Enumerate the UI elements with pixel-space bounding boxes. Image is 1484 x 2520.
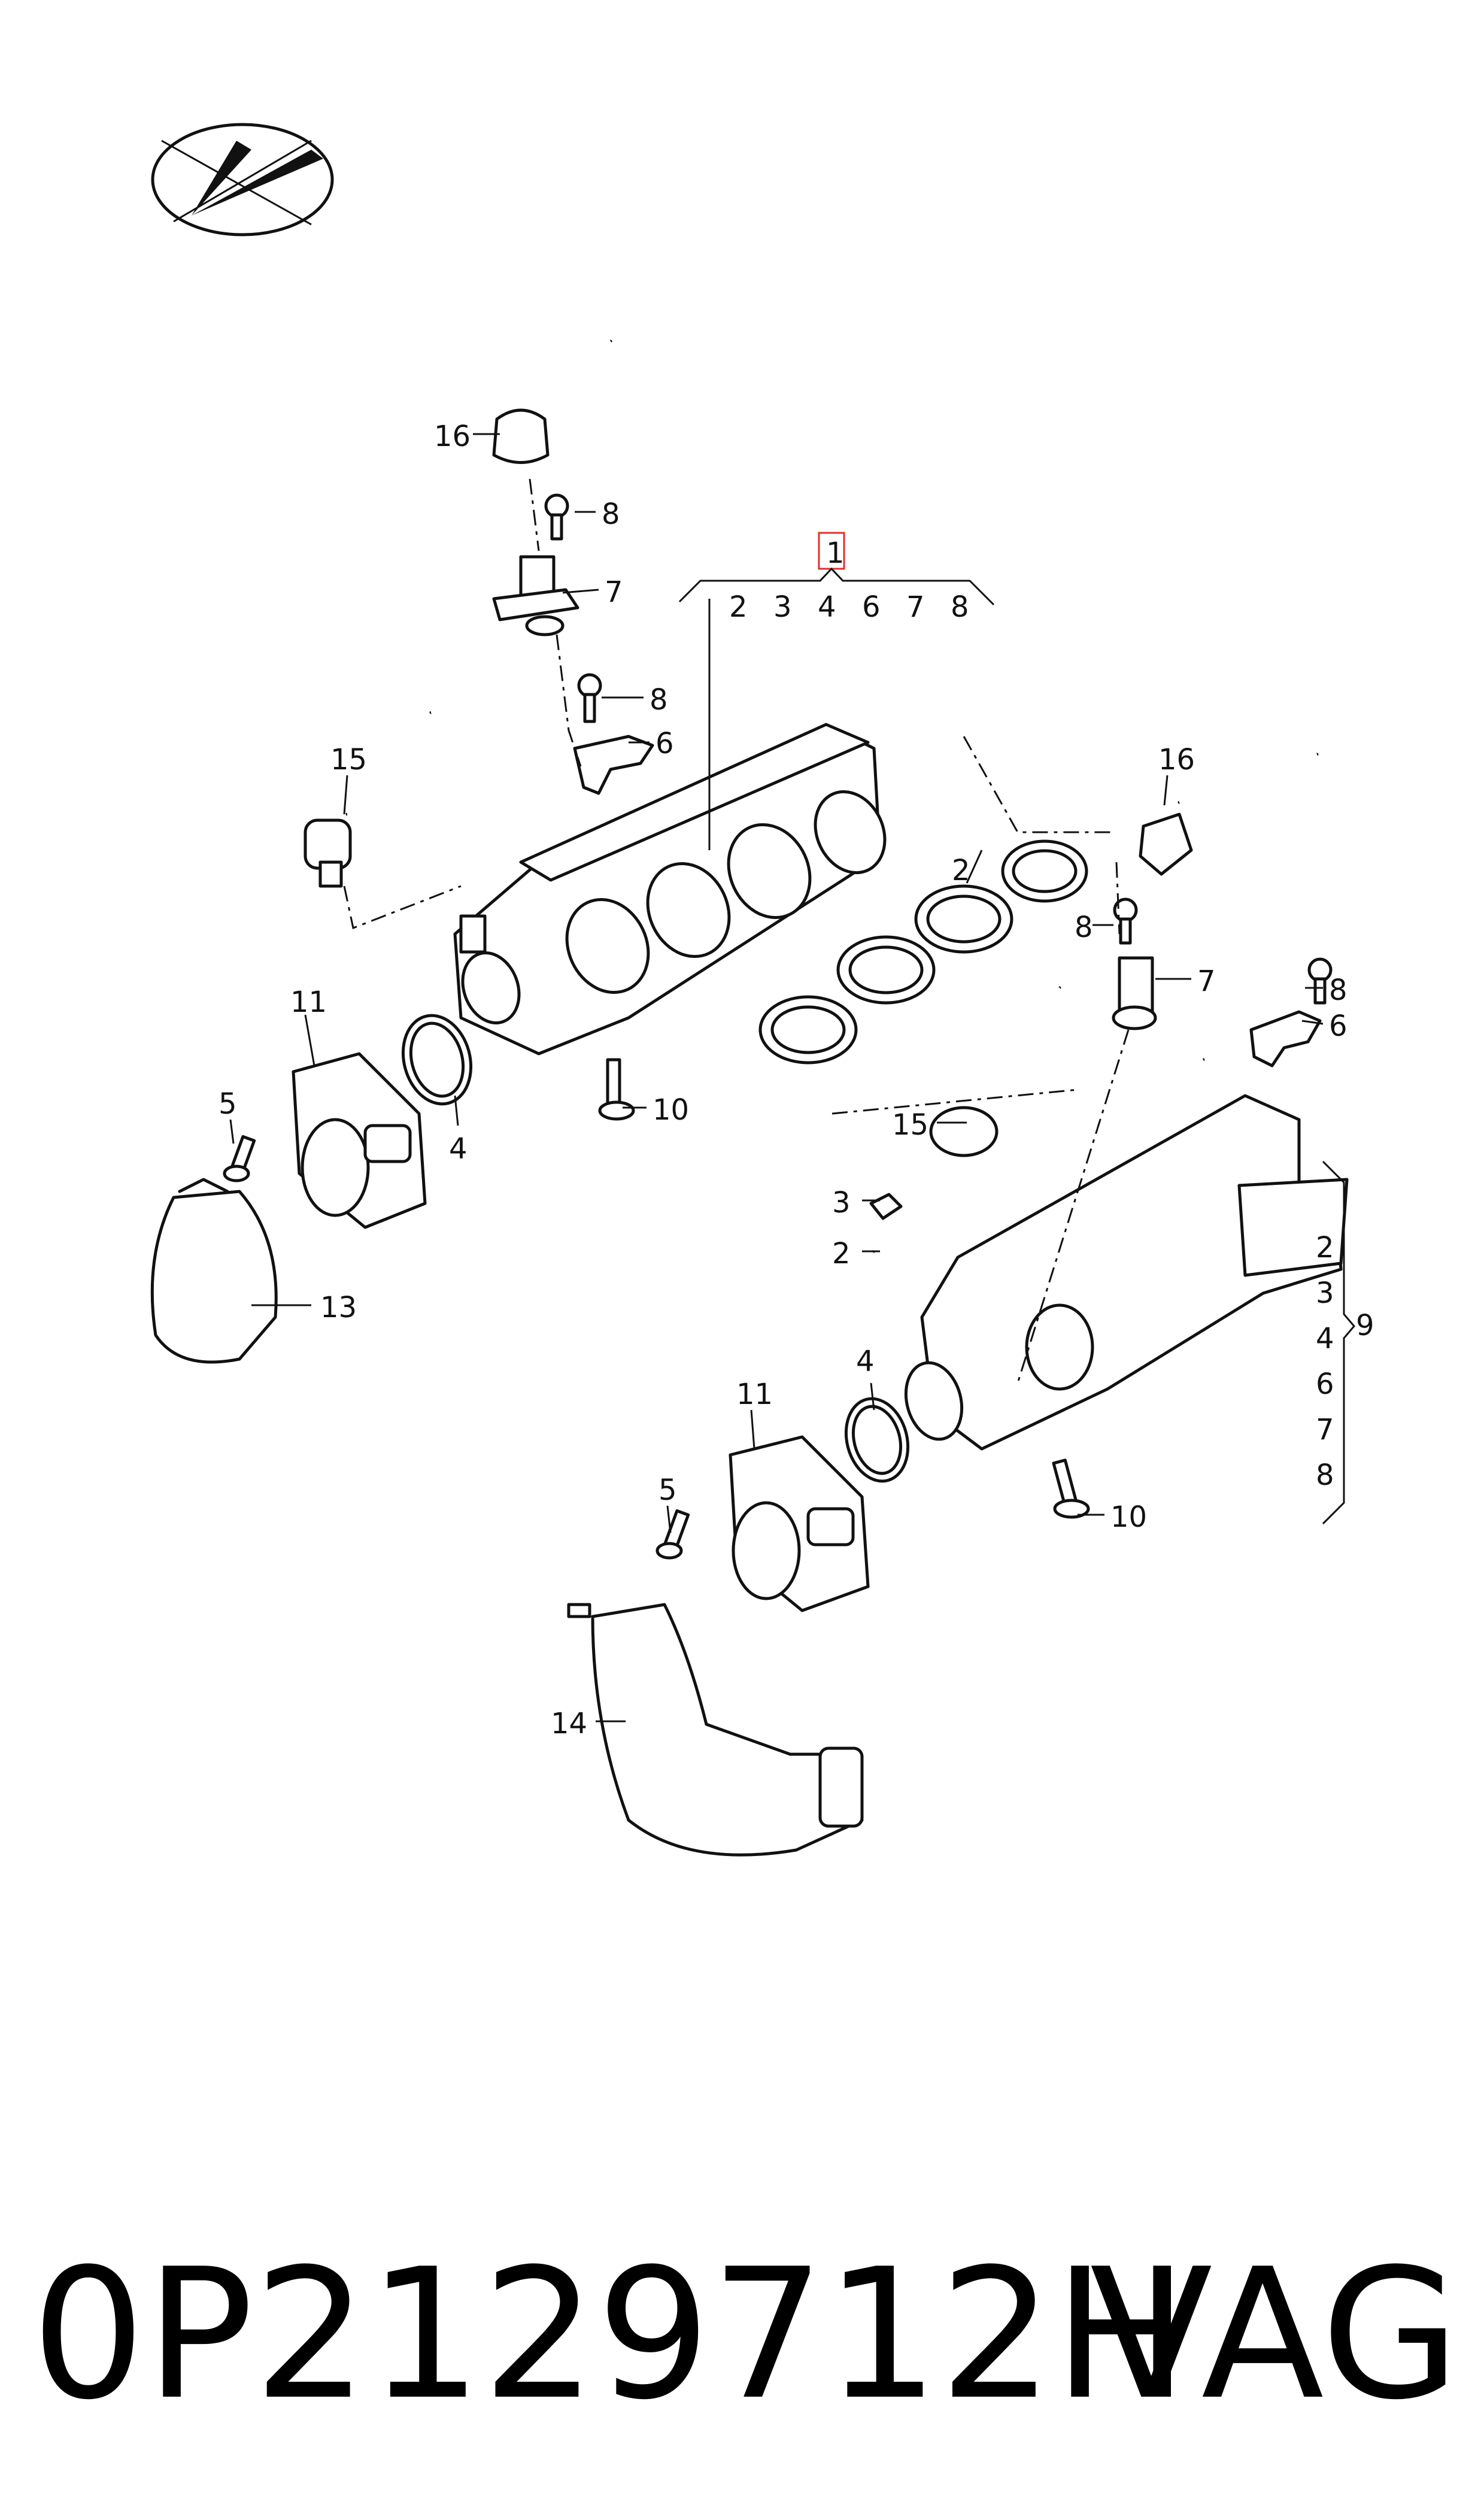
hose-16-upper xyxy=(492,328,617,464)
bracket-1-item: 3 xyxy=(773,590,792,624)
clip-3-lower xyxy=(869,1193,903,1220)
label-8-lower-b: 8 xyxy=(1329,974,1348,1007)
bracket-9-item: 8 xyxy=(1316,1458,1334,1492)
label-10-lower: 10 xyxy=(1110,1500,1147,1534)
sensor-7-upper xyxy=(492,555,579,636)
part-number: 0P2129712H xyxy=(31,2230,1189,2439)
label-8-upper-b: 8 xyxy=(650,683,668,717)
label-1: 1 xyxy=(826,536,845,570)
screw-8-lower-a xyxy=(1113,897,1138,945)
screw-8-upper-a xyxy=(544,493,569,541)
intake-elbow-13 xyxy=(150,1178,278,1364)
label-3-lower: 3 xyxy=(832,1186,851,1220)
bracket-9-item: 6 xyxy=(1316,1367,1334,1401)
label-6-upper: 6 xyxy=(655,727,674,760)
label-9: 9 xyxy=(1356,1309,1374,1342)
label-8-upper-a: 8 xyxy=(602,498,620,531)
bracket-9-item: 3 xyxy=(1316,1276,1334,1310)
compass-logo-icon xyxy=(151,123,334,236)
hose-15-upper xyxy=(304,695,489,888)
throttle-body-11-lower xyxy=(729,1435,870,1612)
hose-15-lower xyxy=(929,981,1066,1157)
bracket-1-item: 2 xyxy=(729,590,748,624)
intake-manifold-upper xyxy=(453,723,887,1056)
label-10-upper: 10 xyxy=(653,1093,689,1127)
bracket-9-item: 4 xyxy=(1316,1322,1334,1355)
label-11-lower: 11 xyxy=(736,1378,773,1411)
label-2-lower: 2 xyxy=(832,1237,851,1270)
label-7-lower: 7 xyxy=(1197,965,1216,998)
label-6-lower: 6 xyxy=(1329,1009,1348,1043)
label-2-upper: 2 xyxy=(952,854,970,887)
label-5-upper: 5 xyxy=(218,1087,237,1121)
label-11-upper: 11 xyxy=(290,985,327,1019)
label-13: 13 xyxy=(320,1291,357,1324)
label-4-upper: 4 xyxy=(449,1132,468,1166)
bracket-1-item: 4 xyxy=(818,590,836,624)
label-5-lower: 5 xyxy=(658,1473,677,1507)
bolt-10-upper xyxy=(598,1058,635,1121)
label-4-lower: 4 xyxy=(856,1345,875,1378)
bracket-1-item: 8 xyxy=(951,590,969,624)
o-ring-4-upper xyxy=(401,1014,473,1106)
screw-8-upper-b xyxy=(577,673,602,723)
bolt-5-lower xyxy=(655,1509,690,1560)
label-7-upper: 7 xyxy=(605,575,623,609)
bolt-10-lower xyxy=(1052,1458,1090,1519)
sensor-7-lower xyxy=(1112,956,1157,1030)
bracket-9-item: 7 xyxy=(1316,1413,1334,1447)
o-ring-4-lower xyxy=(844,1397,910,1483)
gasket-2-upper xyxy=(758,839,1088,1065)
sensor-6-upper xyxy=(573,735,654,795)
bracket-part-9 xyxy=(1322,1160,1355,1525)
bolt-5-upper xyxy=(223,1135,256,1182)
hose-16-lower xyxy=(1139,741,1322,876)
throttle-body-11-upper xyxy=(292,1052,427,1229)
intake-duct-14 xyxy=(567,1603,864,1857)
label-14: 14 xyxy=(551,1707,587,1740)
bracket-1-item: 6 xyxy=(862,590,881,624)
label-16-upper: 16 xyxy=(434,420,471,453)
label-8-lower-a: 8 xyxy=(1075,911,1093,944)
label-16-lower: 16 xyxy=(1158,743,1195,777)
bracket-9-item: 2 xyxy=(1316,1231,1334,1264)
screw-8-lower-b xyxy=(1307,957,1333,1005)
bracket-part-1 xyxy=(678,532,995,606)
brand-name: VAG xyxy=(1090,2230,1460,2439)
bracket-1-item: 7 xyxy=(906,590,925,624)
leader-lines xyxy=(229,433,1324,1723)
sensor-6-lower xyxy=(1249,1010,1322,1068)
gasket-2-strip-lower xyxy=(872,1057,1205,1254)
intake-manifold-lower xyxy=(904,1094,1349,1451)
label-15-upper: 15 xyxy=(330,743,367,777)
bracket-9-items: 2 3 4 6 7 8 xyxy=(1316,1231,1334,1492)
label-15-lower: 15 xyxy=(892,1108,928,1142)
